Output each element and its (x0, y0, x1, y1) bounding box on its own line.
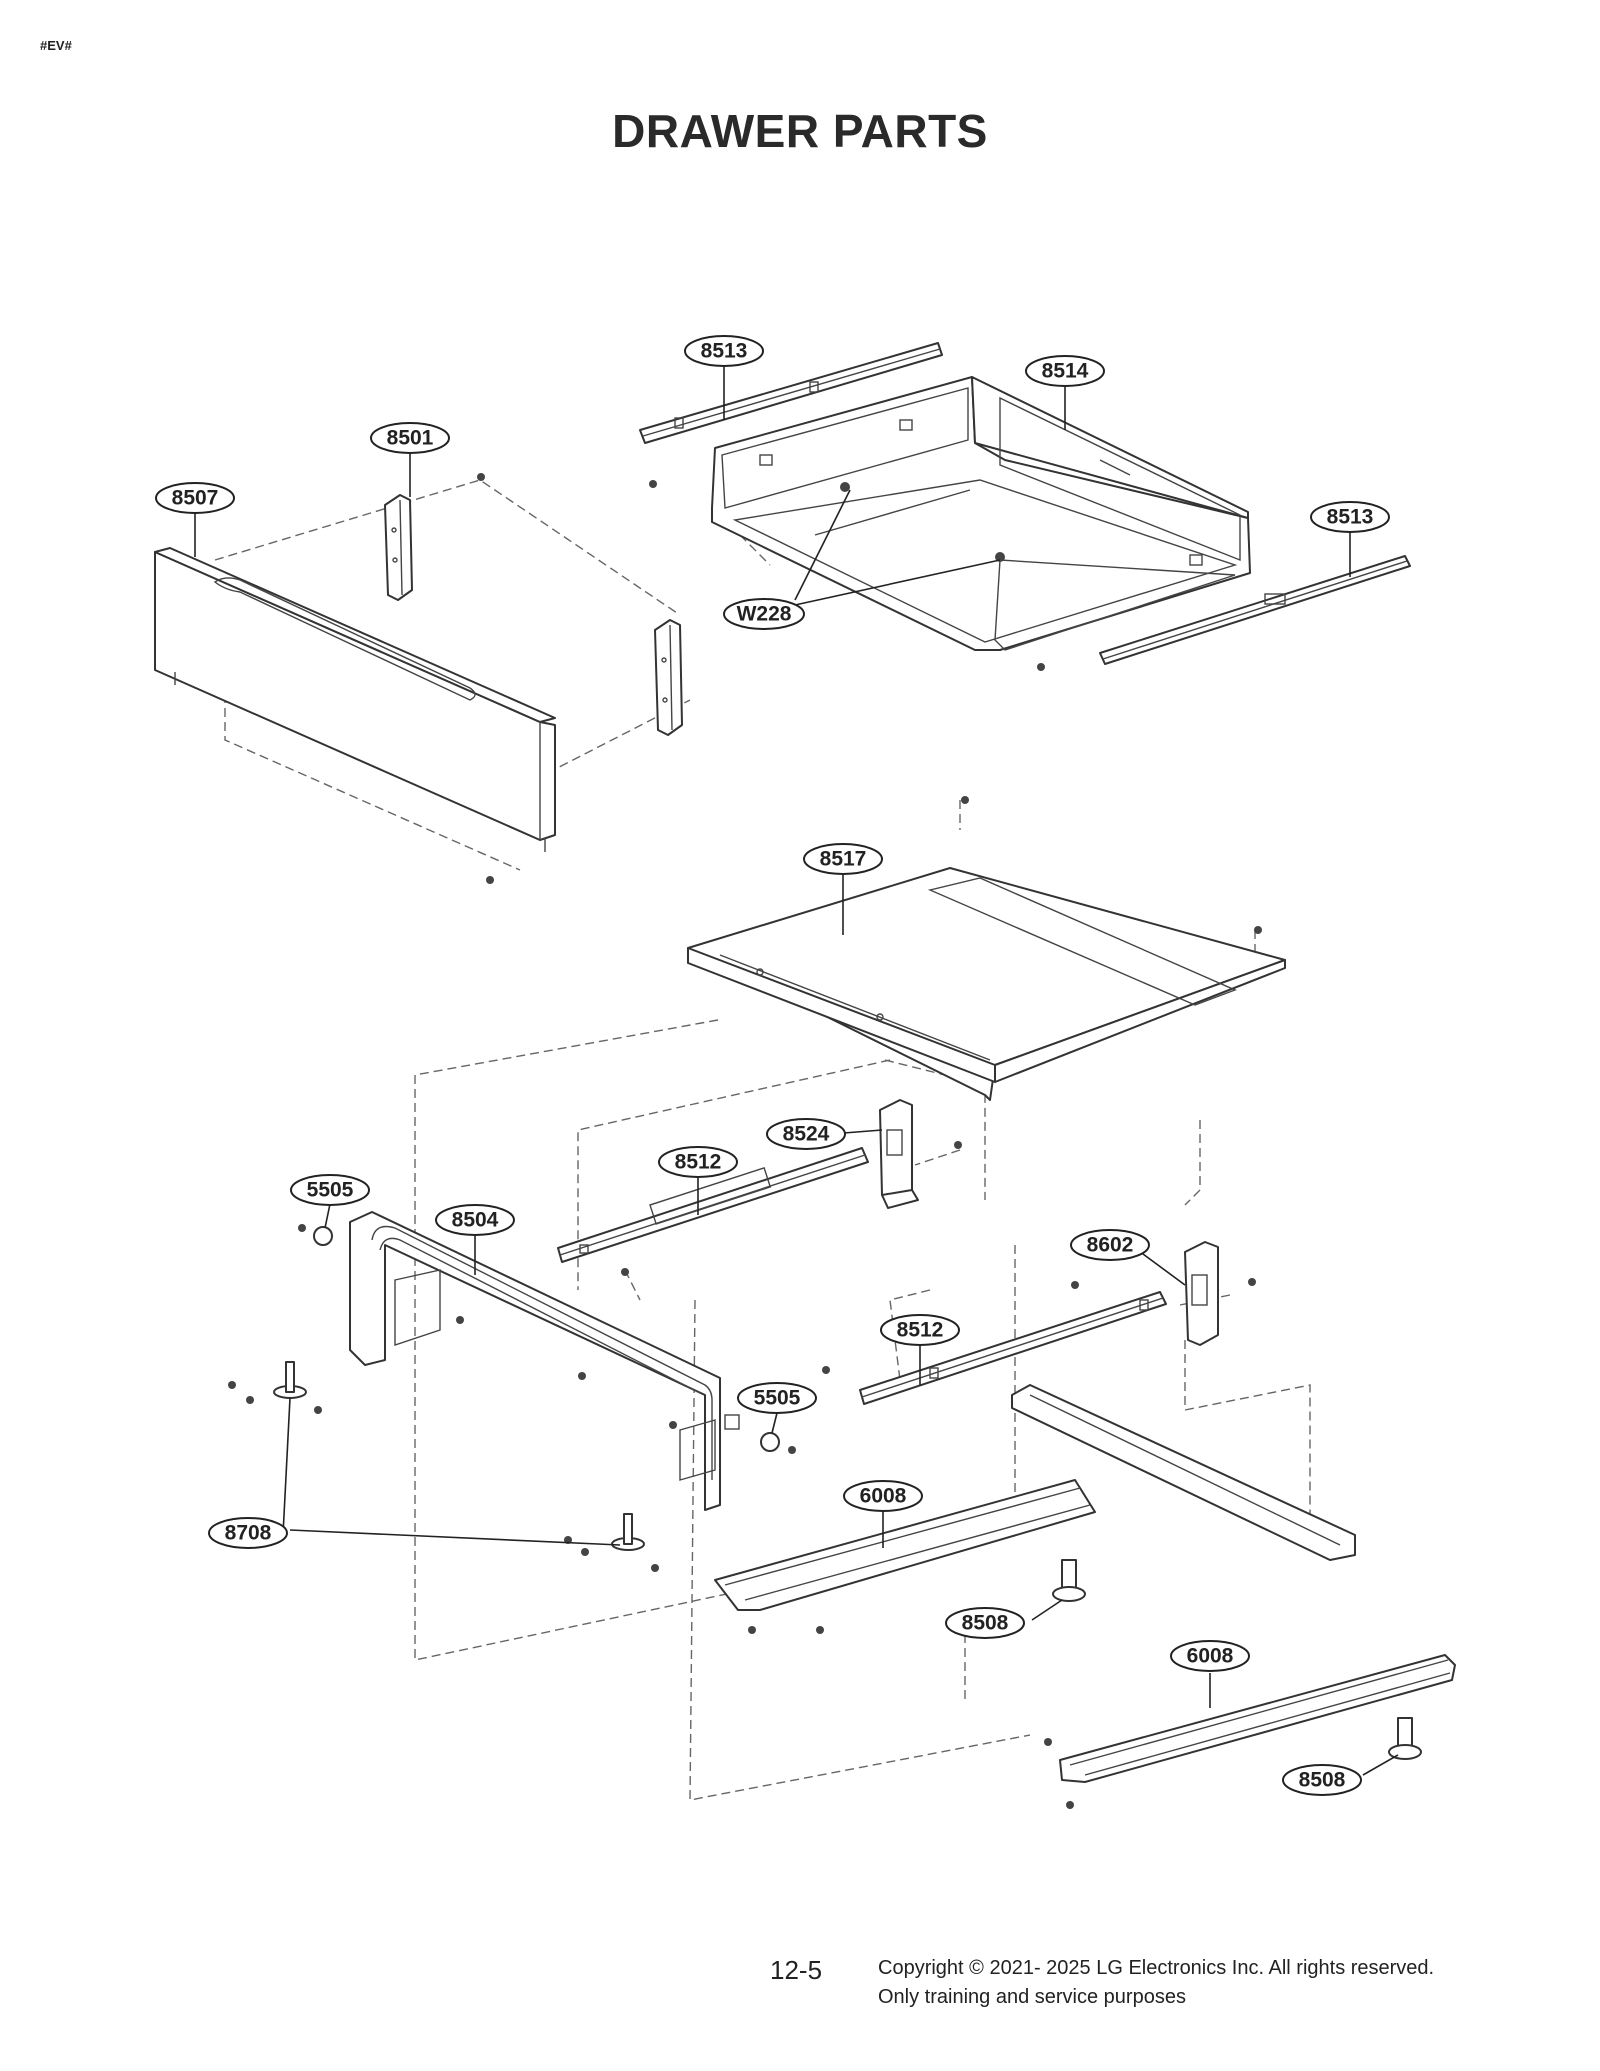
callout-label: 8708 (225, 1522, 272, 1545)
callout-8508-lower: 8508 (1282, 1764, 1362, 1796)
callout-5505-right: 5505 (737, 1382, 817, 1414)
screw-icon (954, 1141, 962, 1149)
screw-icon (298, 1224, 306, 1232)
footer-copyright: Copyright © 2021- 2025 LG Electronics In… (878, 1954, 1434, 2012)
drawer-bracket (384, 494, 683, 736)
screw-icon (1071, 1281, 1079, 1289)
callout-8524: 8524 (766, 1118, 846, 1150)
washer-icon (840, 482, 850, 492)
page-title: DRAWER PARTS (612, 105, 988, 157)
callout-label: 6008 (860, 1485, 907, 1508)
callout-label: 8508 (1299, 1769, 1346, 1792)
callout-8501: 8501 (370, 422, 450, 454)
callout-5505-left: 5505 (290, 1174, 370, 1206)
callout-label: 5505 (754, 1387, 801, 1410)
screw-icon (1044, 1738, 1052, 1746)
callout-label: 8504 (452, 1209, 499, 1232)
screw-icon (816, 1626, 824, 1634)
callout-label: 8602 (1087, 1234, 1134, 1257)
screw-icon (788, 1446, 796, 1454)
tub-rail (639, 342, 1411, 665)
drawer-front-panel (154, 547, 556, 852)
leveling-leg (1052, 1559, 1422, 1760)
callout-8508-upper: 8508 (945, 1607, 1025, 1639)
callout-label: 8501 (387, 427, 434, 450)
callout-label: 8508 (962, 1612, 1009, 1635)
support-channel-lower (1059, 1654, 1456, 1783)
page-number: 12-5 (770, 1955, 823, 1985)
washer-icon (995, 552, 1005, 562)
callout-label: 8513 (701, 340, 748, 363)
screw-icon (1066, 1801, 1074, 1809)
document-tag: #EV# (40, 38, 72, 53)
screw-icon (651, 1564, 659, 1572)
screw-icon (578, 1372, 586, 1380)
callout-label: 8507 (172, 487, 219, 510)
callout-8513-top: 8513 (684, 335, 764, 367)
drawer-frame (349, 1211, 740, 1511)
callout-6008-upper: 6008 (843, 1480, 923, 1512)
support-channel-upper (714, 1479, 1096, 1611)
callout-8514: 8514 (1025, 355, 1105, 387)
callout-label: 8512 (675, 1151, 722, 1174)
screw-icon (669, 1421, 677, 1429)
screw-icon (477, 473, 485, 481)
slide-rail-upper (557, 1147, 869, 1263)
rail-bracket-8524 (879, 1099, 919, 1209)
screw-icon (961, 796, 969, 804)
callout-label: 6008 (1187, 1645, 1234, 1668)
drawer-cover-plate (687, 867, 1286, 1101)
leveler (273, 1361, 645, 1551)
screw-icon (456, 1316, 464, 1324)
callout-6008-lower: 6008 (1170, 1640, 1250, 1672)
screw-icon (1254, 926, 1262, 934)
screw-icon (246, 1396, 254, 1404)
callout-8504: 8504 (435, 1204, 515, 1236)
screw-icon (581, 1548, 589, 1556)
callout-8602: 8602 (1070, 1229, 1150, 1261)
screw-icon (621, 1268, 629, 1276)
copyright-text: Copyright © 2021- 2025 LG Electronics In… (878, 1957, 1435, 1979)
callout-label: 8513 (1327, 506, 1374, 529)
bumper-icon (313, 1226, 333, 1246)
screw-icon (822, 1366, 830, 1374)
callout-label: 8514 (1042, 360, 1089, 383)
callout-label: W228 (737, 603, 792, 626)
bumper-icon (760, 1432, 780, 1452)
callout-8708: 8708 (208, 1517, 288, 1549)
slide-rail-lower (859, 1291, 1167, 1405)
callout-label: 5505 (307, 1179, 354, 1202)
callout-8507: 8507 (155, 482, 235, 514)
drawer-tub (711, 376, 1251, 651)
screw-icon (486, 876, 494, 884)
callout-label: 8512 (897, 1319, 944, 1342)
screw-icon (649, 480, 657, 488)
callout-8512-upper: 8512 (658, 1146, 738, 1178)
leader-lines (194, 365, 1399, 1776)
callout-8517: 8517 (803, 843, 883, 875)
callout-label: 8517 (820, 848, 867, 871)
screw-icon (228, 1381, 236, 1389)
support-channel-center (1011, 1384, 1356, 1561)
callout-8512-lower: 8512 (880, 1314, 960, 1346)
callout-label: 8524 (783, 1123, 830, 1146)
screw-icon (314, 1406, 322, 1414)
screw-icon (1248, 1278, 1256, 1286)
screw-icon (1037, 663, 1045, 671)
callout-w228: W228 (723, 598, 805, 630)
screw-icon (748, 1626, 756, 1634)
usage-notice: Only training and service purposes (878, 1986, 1186, 2008)
callout-8513-right: 8513 (1310, 501, 1390, 533)
rail-bracket-8602 (1184, 1241, 1219, 1346)
